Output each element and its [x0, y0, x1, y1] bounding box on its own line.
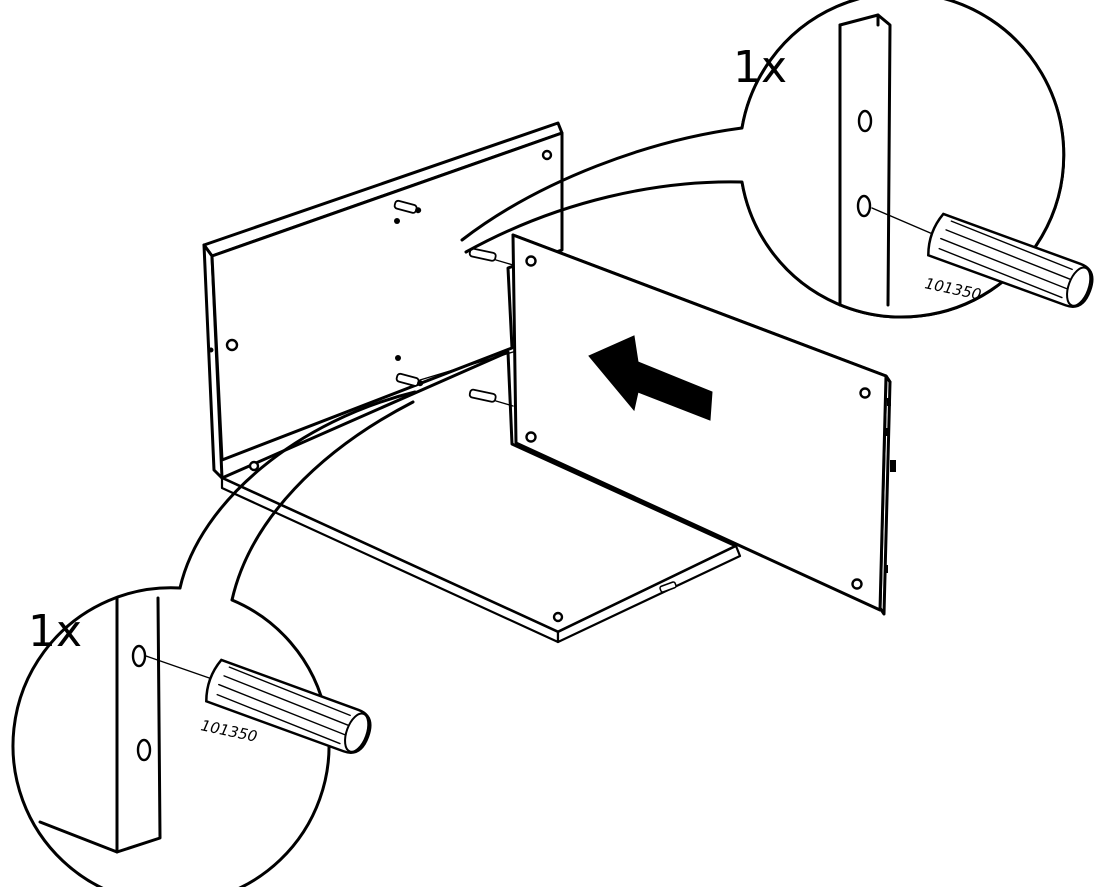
back-panel-hole [541, 149, 553, 161]
side-panel [511, 233, 896, 616]
wooden-dowel-icon [393, 199, 497, 403]
wooden-dowel-icon [927, 212, 1094, 308]
side-panel-hole [525, 431, 537, 443]
quantity-label: 1x [733, 42, 787, 93]
side-panel-hole [525, 255, 537, 267]
bottom-panel-hole [248, 460, 260, 472]
wooden-dowel-icon [205, 658, 372, 754]
arrow-left-icon [588, 335, 713, 421]
bottom-panel [220, 350, 742, 644]
back-panel-hole [225, 338, 239, 352]
bottom-panel-hole [552, 611, 564, 623]
side-panel-hole [859, 387, 871, 399]
callout-top: 1x 101350 [733, 0, 1094, 319]
quantity-label: 1x [28, 606, 82, 657]
callout-bottom: 1x 101350 [11, 586, 372, 887]
dowel-small [659, 581, 677, 593]
back-panel [202, 121, 564, 480]
side-panel-hole [851, 578, 863, 590]
